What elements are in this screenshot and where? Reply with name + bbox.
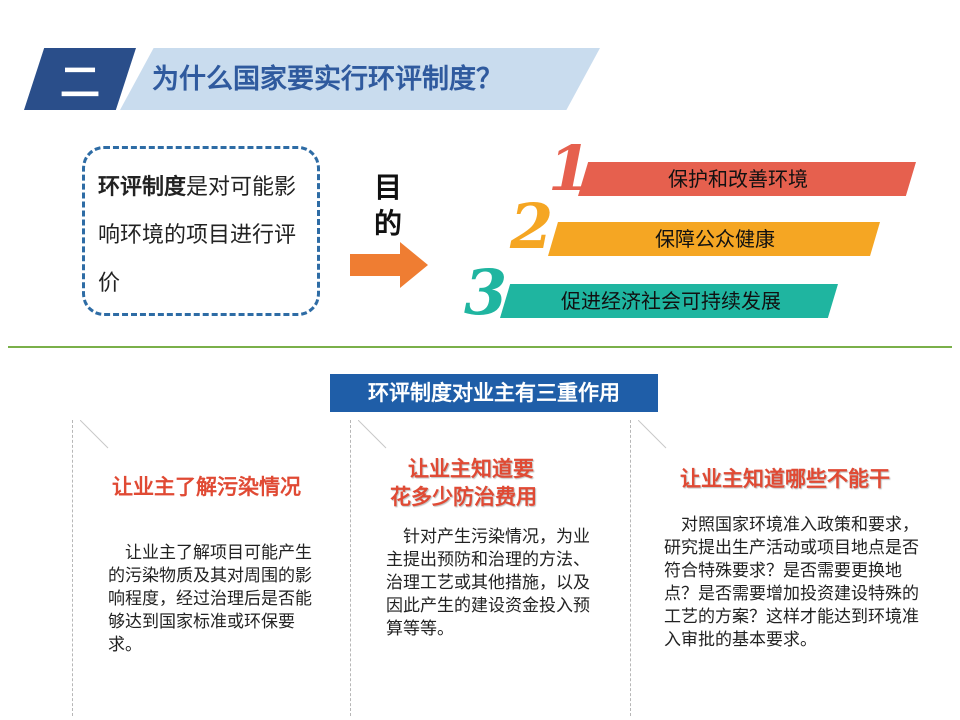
column-3-divider [630,420,631,716]
goal-2-text: 保障公众健康 [655,227,775,251]
column-1-divider [72,420,73,716]
section-number: 二 [60,60,100,106]
column-2-heading-line1: 让业主知道要 [408,457,534,481]
title-banner [120,48,600,110]
goal-1-number: 1 [548,132,592,205]
column-1-corner [80,420,109,449]
roles-banner: 环评制度对业主有三重作用 [330,374,658,412]
column-3-heading: 让业主知道哪些不能干 [680,467,890,491]
goal-3-bar [500,284,838,318]
goal-3-text: 促进经济社会可持续发展 [561,289,781,313]
goal-2-bar [548,222,880,256]
definition-box [82,146,320,316]
column-2-corner [358,420,387,449]
column-3-corner [638,420,667,449]
goal-3-number: 3 [464,256,508,329]
goal-2-number: 2 [510,190,554,263]
section-divider [8,346,952,348]
column-3-body: 对照国家环境准入政策和要求，研究提出生产活动或项目地点是否符合特殊要求？是否需要… [664,515,919,650]
column-2-divider [350,420,351,716]
column-1-heading: 让业主了解污染情况 [112,475,301,499]
purpose-label: 目的 [373,171,402,240]
page-title: 为什么国家要实行环评制度？ [152,64,503,95]
definition-term: 环评制度 [98,175,187,200]
right-arrow-icon [350,242,428,288]
column-2-heading-line2: 花多少防治费用 [390,485,537,509]
definition-rest: 是对可能影响环境的项目进行评价 [98,175,297,296]
goal-1-text: 保护和改善环境 [668,167,808,191]
section-number-badge: 二 [24,48,136,110]
goal-1-bar [578,162,916,196]
column-2-body: 针对产生污染情况，为业主提出预防和治理的方法、治理工艺或其他措施，以及因此产生的… [386,527,590,639]
column-1-body: 让业主了解项目可能产生的污染物质及其对周围的影响程度，经过治理后是否能够达到国家… [108,543,312,655]
definition-text: 环评制度是对可能影响环境的项目进行评价 [98,164,314,308]
